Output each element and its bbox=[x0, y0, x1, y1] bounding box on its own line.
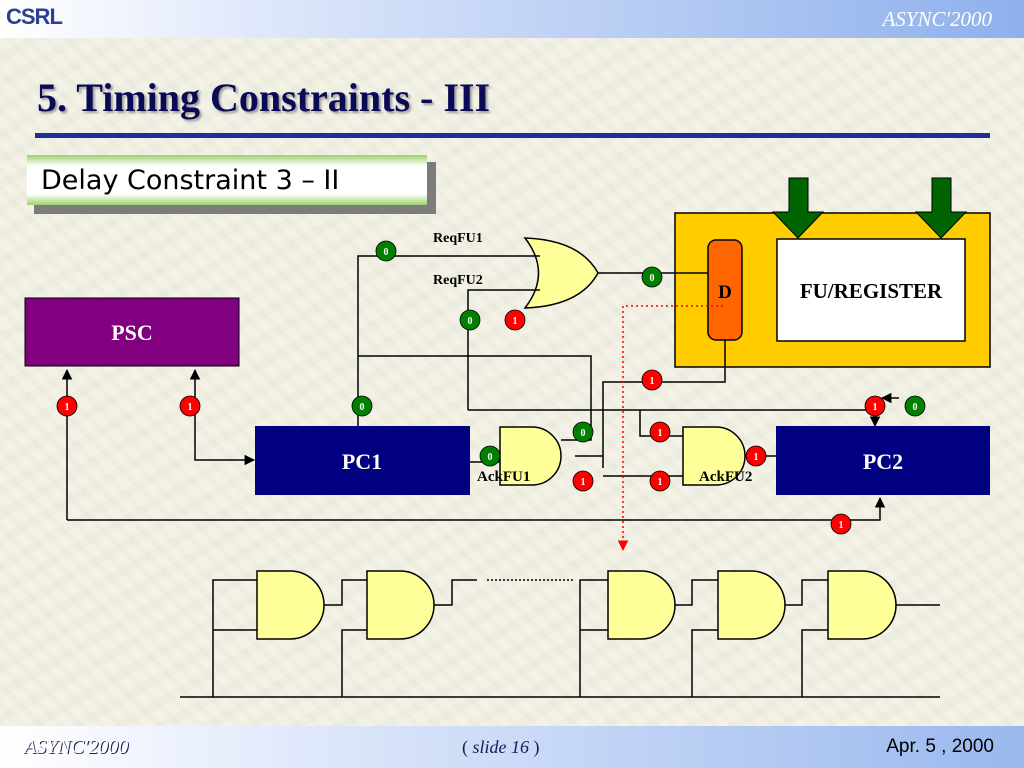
header-bar bbox=[0, 0, 1024, 38]
footer-paren-close: ) bbox=[529, 737, 540, 757]
footer-slide-text: slide 16 bbox=[472, 737, 530, 757]
and-gate-ackfu2 bbox=[682, 426, 746, 486]
footer-conference-label: ASYNC'2000 bbox=[24, 736, 129, 758]
slide-title: 5. Timing Constraints - III bbox=[37, 75, 491, 120]
reqfu2-label: ReqFU2 bbox=[433, 273, 483, 288]
svg-text:1: 1 bbox=[839, 520, 844, 531]
pc2-block bbox=[776, 426, 990, 495]
svg-text:1: 1 bbox=[513, 316, 518, 327]
psc-label: PSC bbox=[111, 320, 153, 345]
svg-text:0: 0 bbox=[360, 402, 365, 413]
reqfu1-label: ReqFU1 bbox=[433, 231, 483, 246]
svg-text:1: 1 bbox=[65, 402, 70, 413]
token-reqfu2-a: 0 bbox=[459, 309, 481, 331]
and-gate-ackfu1 bbox=[499, 426, 562, 486]
token-bottom: 1 bbox=[830, 513, 852, 535]
ackfu2-label: AckFU2 bbox=[699, 469, 752, 485]
title-underline bbox=[35, 133, 990, 138]
token-pc2-b: 0 bbox=[904, 395, 926, 417]
green-arrow-left-icon bbox=[771, 177, 825, 239]
header-conference-label: ASYNC'2000 bbox=[882, 7, 992, 31]
token-psc-right: 1 bbox=[179, 395, 201, 417]
token-and1-output: 1 bbox=[572, 470, 594, 492]
subtitle-box: Delay Constraint 3 – II bbox=[27, 155, 427, 205]
fu-register-label: FU/REGISTER bbox=[800, 279, 943, 303]
svg-text:1: 1 bbox=[188, 402, 193, 413]
token-psc-left: 1 bbox=[56, 395, 78, 417]
footer-date: Apr. 5 , 2000 bbox=[886, 736, 994, 757]
chain-and-gate-5 bbox=[827, 570, 897, 640]
footer-bar bbox=[0, 726, 1024, 768]
fu-register-box bbox=[776, 238, 966, 342]
svg-text:0: 0 bbox=[650, 273, 655, 284]
ackfu1-label: AckFU1 bbox=[477, 469, 530, 485]
token-and2-input: 1 bbox=[649, 470, 671, 492]
green-arrow-right-icon bbox=[914, 177, 968, 239]
psc-block bbox=[24, 297, 240, 367]
svg-text:1: 1 bbox=[581, 477, 586, 488]
svg-text:1: 1 bbox=[658, 477, 663, 488]
and-chain-wiring bbox=[180, 579, 940, 698]
token-pc2-a: 1 bbox=[864, 395, 886, 417]
svg-text:1: 1 bbox=[658, 428, 663, 439]
svg-text:0: 0 bbox=[488, 452, 493, 463]
token-and2-output: 1 bbox=[745, 445, 767, 467]
or-gate bbox=[523, 237, 599, 309]
svg-text:0: 0 bbox=[468, 316, 473, 327]
token-and2-top: 1 bbox=[649, 421, 671, 443]
svg-text:0: 0 bbox=[384, 247, 389, 258]
svg-text:1: 1 bbox=[873, 402, 878, 413]
subtitle-text: Delay Constraint 3 – II bbox=[41, 164, 340, 196]
token-and1-top: 0 bbox=[572, 421, 594, 443]
token-and1-input: 0 bbox=[479, 445, 501, 467]
chain-and-gate-1 bbox=[256, 570, 325, 640]
footer-paren-open: ( bbox=[462, 737, 473, 757]
svg-text:0: 0 bbox=[913, 402, 918, 413]
token-reqfu2-b: 1 bbox=[504, 309, 526, 331]
csrl-logo: CSRL bbox=[6, 4, 63, 29]
token-d-output: 1 bbox=[641, 369, 663, 391]
token-or-output: 0 bbox=[641, 266, 663, 288]
token-reqfu1: 0 bbox=[375, 240, 397, 262]
chain-and-gate-3 bbox=[607, 570, 676, 640]
chain-and-gate-4 bbox=[717, 570, 786, 640]
footer-slide-number: ( slide 16 ) bbox=[462, 737, 540, 758]
pc1-block bbox=[255, 426, 470, 495]
svg-text:1: 1 bbox=[754, 452, 759, 463]
d-label: D bbox=[718, 282, 732, 303]
svg-text:1: 1 bbox=[650, 376, 655, 387]
pc2-label: PC2 bbox=[863, 449, 903, 474]
pc1-label: PC1 bbox=[342, 449, 382, 474]
svg-text:0: 0 bbox=[581, 428, 586, 439]
token-pc1-top: 0 bbox=[351, 395, 373, 417]
chain-and-gate-2 bbox=[366, 570, 435, 640]
